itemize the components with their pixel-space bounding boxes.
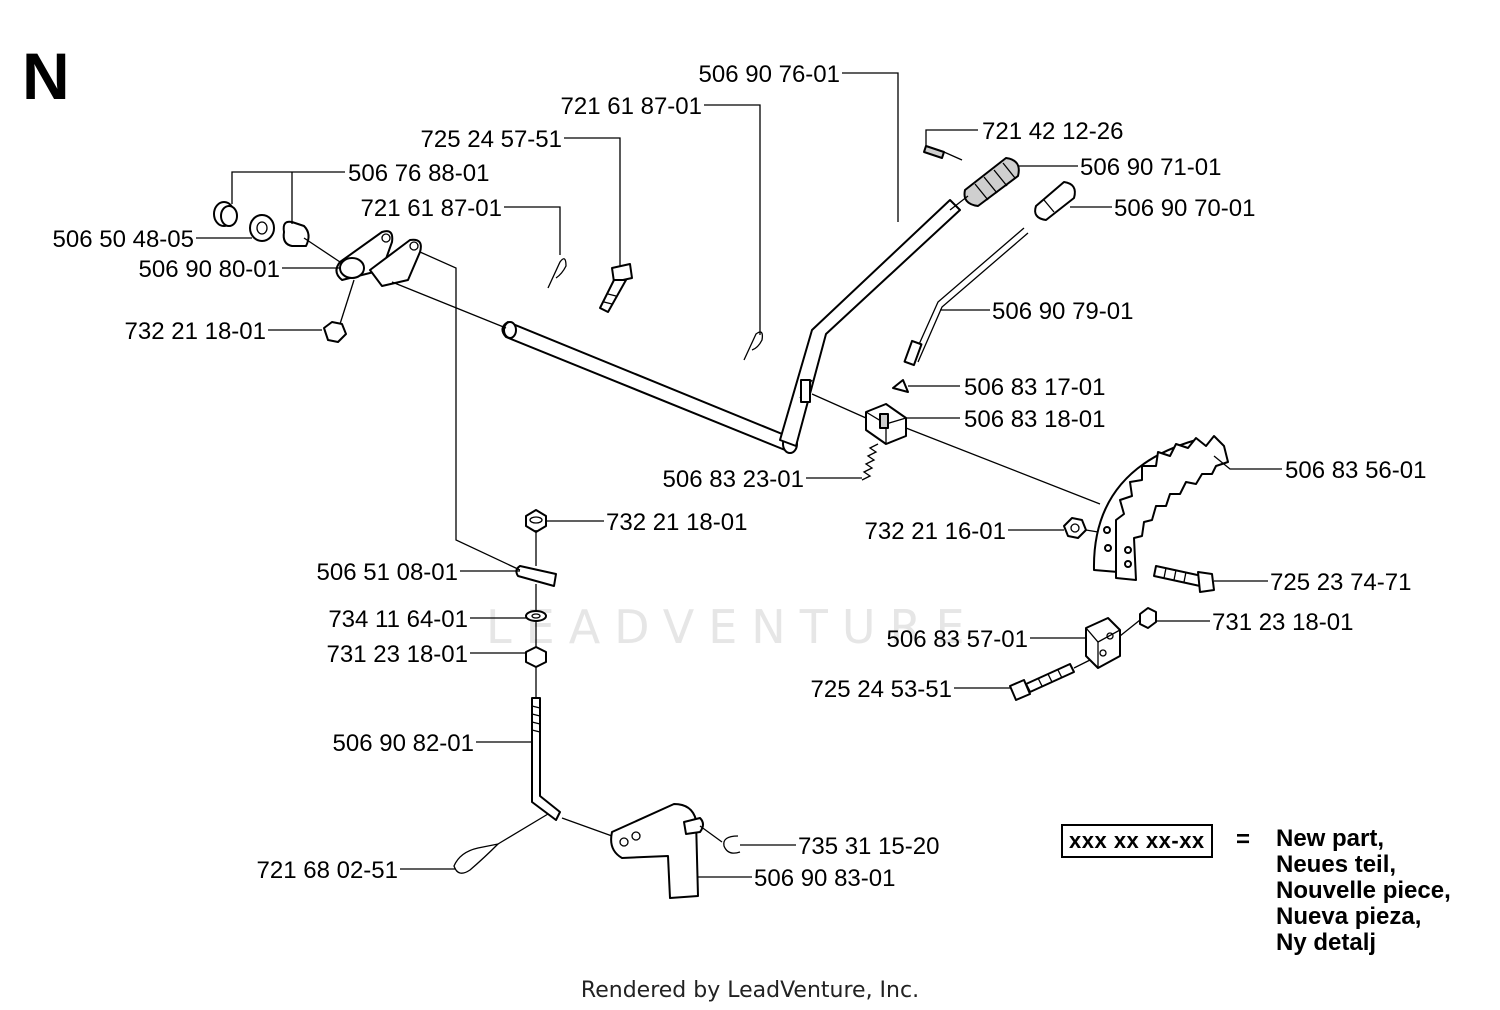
pin	[923, 145, 945, 159]
legend-part-code: xxx xx xx-xx	[1061, 824, 1213, 858]
callout-label: 506 90 70-01	[1114, 195, 1255, 222]
callout-label: 506 83 23-01	[663, 466, 804, 493]
callout-label: 506 90 80-01	[139, 256, 280, 283]
e-clip	[723, 835, 741, 854]
cone	[892, 379, 909, 393]
legend-line: Nueva pieza,	[1276, 903, 1422, 930]
callout-label: 506 90 82-01	[333, 730, 474, 757]
callout-labels: 506 90 76-01 721 61 87-01 725 24 57-51 5…	[53, 61, 1427, 892]
callout-label: 731 23 18-01	[1212, 609, 1353, 636]
washer-center	[525, 610, 547, 622]
callout-label: 506 76 88-01	[348, 160, 489, 187]
bolt-right	[1153, 565, 1215, 593]
nut-center-low	[525, 646, 547, 668]
pivot-pin	[515, 565, 557, 587]
bell-crank	[610, 803, 704, 899]
leader-lines	[196, 72, 1282, 878]
callout-label: 725 24 57-51	[421, 126, 562, 153]
callout-label: 506 83 17-01	[964, 374, 1105, 401]
hair-pin-1	[547, 258, 567, 289]
link-rod	[531, 697, 561, 821]
section-letter: N	[22, 39, 70, 113]
footer-credit: Rendered by LeadVenture, Inc.	[580, 978, 920, 1003]
callout-label: 506 90 83-01	[754, 865, 895, 892]
nut-small-right	[1139, 607, 1157, 629]
bracket	[335, 230, 422, 287]
handle-grip	[949, 157, 1020, 211]
legend-line: Neues teil,	[1276, 851, 1397, 878]
callout-label: 734 11 64-01	[328, 606, 468, 633]
callout-label: 732 21 18-01	[606, 509, 747, 536]
legend-equals: =	[1236, 826, 1251, 853]
bolt-top	[599, 263, 633, 313]
callout-label: 506 90 71-01	[1080, 154, 1221, 181]
callout-label: 732 21 18-01	[125, 318, 266, 345]
legend-line: Ny detalj	[1276, 929, 1377, 956]
handle-lever	[779, 199, 961, 447]
callout-label: 721 61 87-01	[561, 93, 702, 120]
bolt-lower	[1009, 663, 1075, 701]
callout-label: 506 90 79-01	[992, 298, 1133, 325]
notch-segment	[1092, 435, 1229, 581]
callout-label: 721 42 12-26	[982, 118, 1123, 145]
hair-pin-2	[743, 331, 764, 361]
callout-label: 725 24 53-51	[811, 676, 952, 703]
nut-left	[323, 321, 347, 343]
selector-rod	[903, 227, 1029, 367]
stop-block	[1085, 617, 1121, 669]
callout-label: 506 50 48-05	[53, 226, 194, 253]
assembly-lines	[303, 151, 1141, 845]
hair-pin-3	[453, 842, 500, 874]
legend-line: Nouvelle piece,	[1276, 877, 1451, 904]
legend-line: New part,	[1276, 825, 1385, 852]
callout-label: 721 68 02-51	[257, 857, 398, 884]
callout-label: 506 83 18-01	[964, 406, 1105, 433]
spring	[861, 443, 879, 481]
callout-label: 735 31 15-20	[798, 833, 939, 860]
callout-label: 506 90 76-01	[699, 61, 840, 88]
knob	[1034, 181, 1076, 221]
callout-label: 506 51 08-01	[317, 559, 458, 586]
callout-label: 506 83 57-01	[887, 626, 1028, 653]
bushing-set	[213, 201, 310, 247]
callout-label: 731 23 18-01	[327, 641, 468, 668]
nut-center-top	[525, 509, 547, 533]
legend-list: New part, Neues teil, Nouvelle piece, Nu…	[1276, 826, 1451, 956]
callout-label: 732 21 16-01	[865, 518, 1006, 545]
callout-label: 506 83 56-01	[1285, 457, 1426, 484]
callout-label: 721 61 87-01	[361, 195, 502, 222]
watermark: LEADVENTURE	[486, 600, 979, 654]
nut-right	[1063, 517, 1087, 539]
callout-label: 725 23 74-71	[1270, 569, 1411, 596]
slider-block	[865, 403, 907, 445]
